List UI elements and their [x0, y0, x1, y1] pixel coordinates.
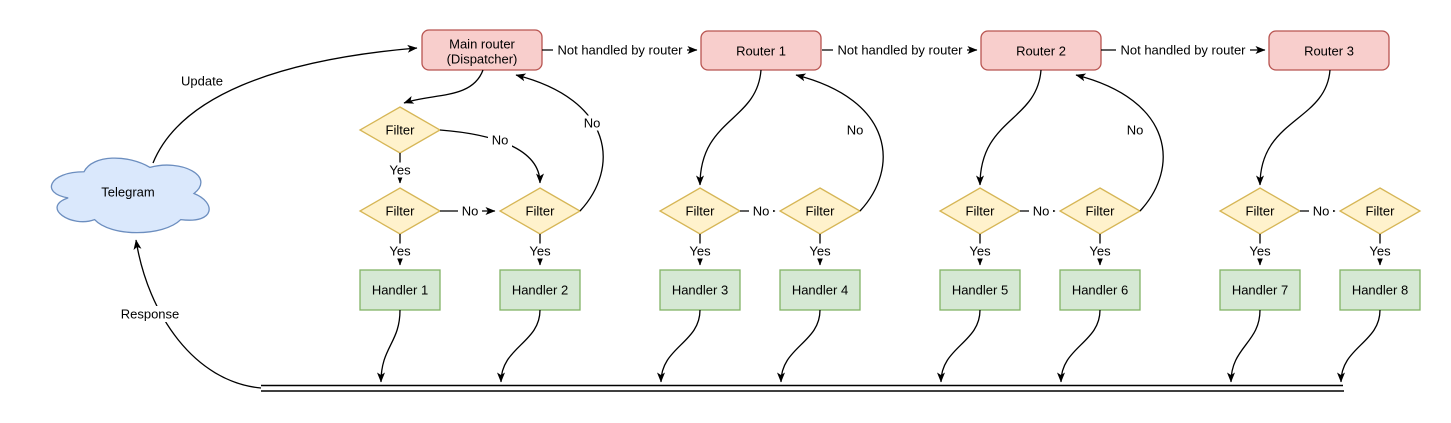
no-label: No [847, 123, 864, 138]
response-label-bg [115, 306, 185, 322]
yes-label-bg [386, 243, 414, 259]
yes-label: Yes [1249, 244, 1271, 259]
edge-handler-2-to-bus [497, 309, 541, 383]
yes-label: Yes [389, 163, 411, 178]
yes-label: Yes [1089, 244, 1111, 259]
filter-label: Filter [386, 123, 416, 138]
no-label-bg [749, 203, 773, 219]
no-label: No [584, 116, 601, 131]
router-3-label: Router 3 [1304, 44, 1354, 59]
edge-response [133, 239, 262, 389]
no-label: No [462, 204, 479, 219]
edge-r1-f2-no-loop [795, 73, 884, 212]
handler-7-label: Handler 7 [1232, 283, 1288, 298]
handler-2-box [499, 269, 581, 311]
update-label-bg [175, 73, 229, 89]
no-label: No [1033, 204, 1050, 219]
filter-label: Filter [1366, 204, 1396, 219]
no-label: No [753, 204, 770, 219]
no-label-bg [1029, 203, 1053, 219]
no-label-bg [1123, 122, 1147, 138]
handler-8-label: Handler 8 [1352, 283, 1408, 298]
edge-main-to-filter [403, 69, 484, 104]
handler-1-label: Handler 1 [372, 283, 428, 298]
edge-handler-3-to-bus [657, 309, 701, 383]
edge-r1-to-filter [696, 69, 762, 186]
yes-label: Yes [529, 244, 551, 259]
edge-r3-to-filter [1256, 69, 1331, 186]
edge-r2-to-filter [976, 69, 1042, 186]
handler-3-label: Handler 3 [672, 283, 728, 298]
no-label: No [492, 133, 509, 148]
yes-label-bg [1366, 243, 1394, 259]
yes-label: Yes [809, 244, 831, 259]
edge-handler-7-to-bus [1227, 309, 1261, 383]
no-label: No [1127, 123, 1144, 138]
main-router-label: Main router [449, 37, 515, 52]
not-handled-3-label: Not handled by router [1120, 43, 1246, 58]
telegram-cloud [50, 157, 210, 234]
handler-4-label: Handler 4 [792, 283, 848, 298]
edge-handler-5-to-bus [937, 309, 981, 383]
router-3-box [1268, 30, 1390, 71]
yes-label-bg [1086, 243, 1114, 259]
yes-label-bg [526, 243, 554, 259]
filter-label: Filter [806, 204, 836, 219]
main-router-sublabel: (Dispatcher) [447, 52, 518, 67]
router-2-label: Router 2 [1016, 44, 1066, 59]
response-label: Response [121, 307, 180, 322]
edge-handler-1-to-bus [377, 309, 401, 383]
no-label-bg [1309, 203, 1333, 219]
yes-label-bg [806, 243, 834, 259]
handler-2-label: Handler 2 [512, 283, 568, 298]
no-label-bg [488, 132, 512, 148]
edge-handler-8-to-bus [1337, 309, 1381, 383]
filter-label: Filter [386, 204, 416, 219]
router-1-label: Router 1 [736, 44, 786, 59]
edge-r2-f2-no-loop [1075, 73, 1164, 212]
not-handled-3-bg [1116, 42, 1250, 58]
not-handled-1-bg [553, 42, 687, 58]
filter-label: Filter [526, 204, 556, 219]
not-handled-2-bg [833, 42, 967, 58]
not-handled-1-label: Not handled by router [557, 43, 683, 58]
filter-label: Filter [686, 204, 716, 219]
no-label-bg [458, 203, 482, 219]
handler-7-box [1219, 269, 1301, 311]
yes-label-bg [1246, 243, 1274, 259]
handler-6-label: Handler 6 [1072, 283, 1128, 298]
telegram-label: Telegram [101, 185, 154, 200]
update-label: Update [181, 74, 223, 89]
no-label-bg [843, 122, 867, 138]
no-label: No [1313, 204, 1330, 219]
handler-5-label: Handler 5 [952, 283, 1008, 298]
yes-label-bg [686, 243, 714, 259]
edge-handler-6-to-bus [1057, 309, 1101, 383]
handler-8-box [1339, 269, 1421, 311]
edge-main-f2-no-loop [515, 73, 604, 212]
yes-label-bg [966, 243, 994, 259]
yes-label: Yes [969, 244, 991, 259]
handler-4-box [779, 269, 861, 311]
edge-update [152, 44, 418, 164]
yes-label: Yes [1369, 244, 1391, 259]
yes-label-bg [386, 162, 414, 178]
filter-label: Filter [1086, 204, 1116, 219]
handler-1-box [359, 269, 441, 311]
filter-label: Filter [966, 204, 996, 219]
handler-6-box [1059, 269, 1141, 311]
no-label-bg [580, 115, 604, 131]
yes-label: Yes [389, 244, 411, 259]
edge-handler-4-to-bus [777, 309, 821, 383]
yes-label: Yes [689, 244, 711, 259]
handler-3-box [659, 269, 741, 311]
filter-label: Filter [1246, 204, 1276, 219]
not-handled-2-label: Not handled by router [837, 43, 963, 58]
